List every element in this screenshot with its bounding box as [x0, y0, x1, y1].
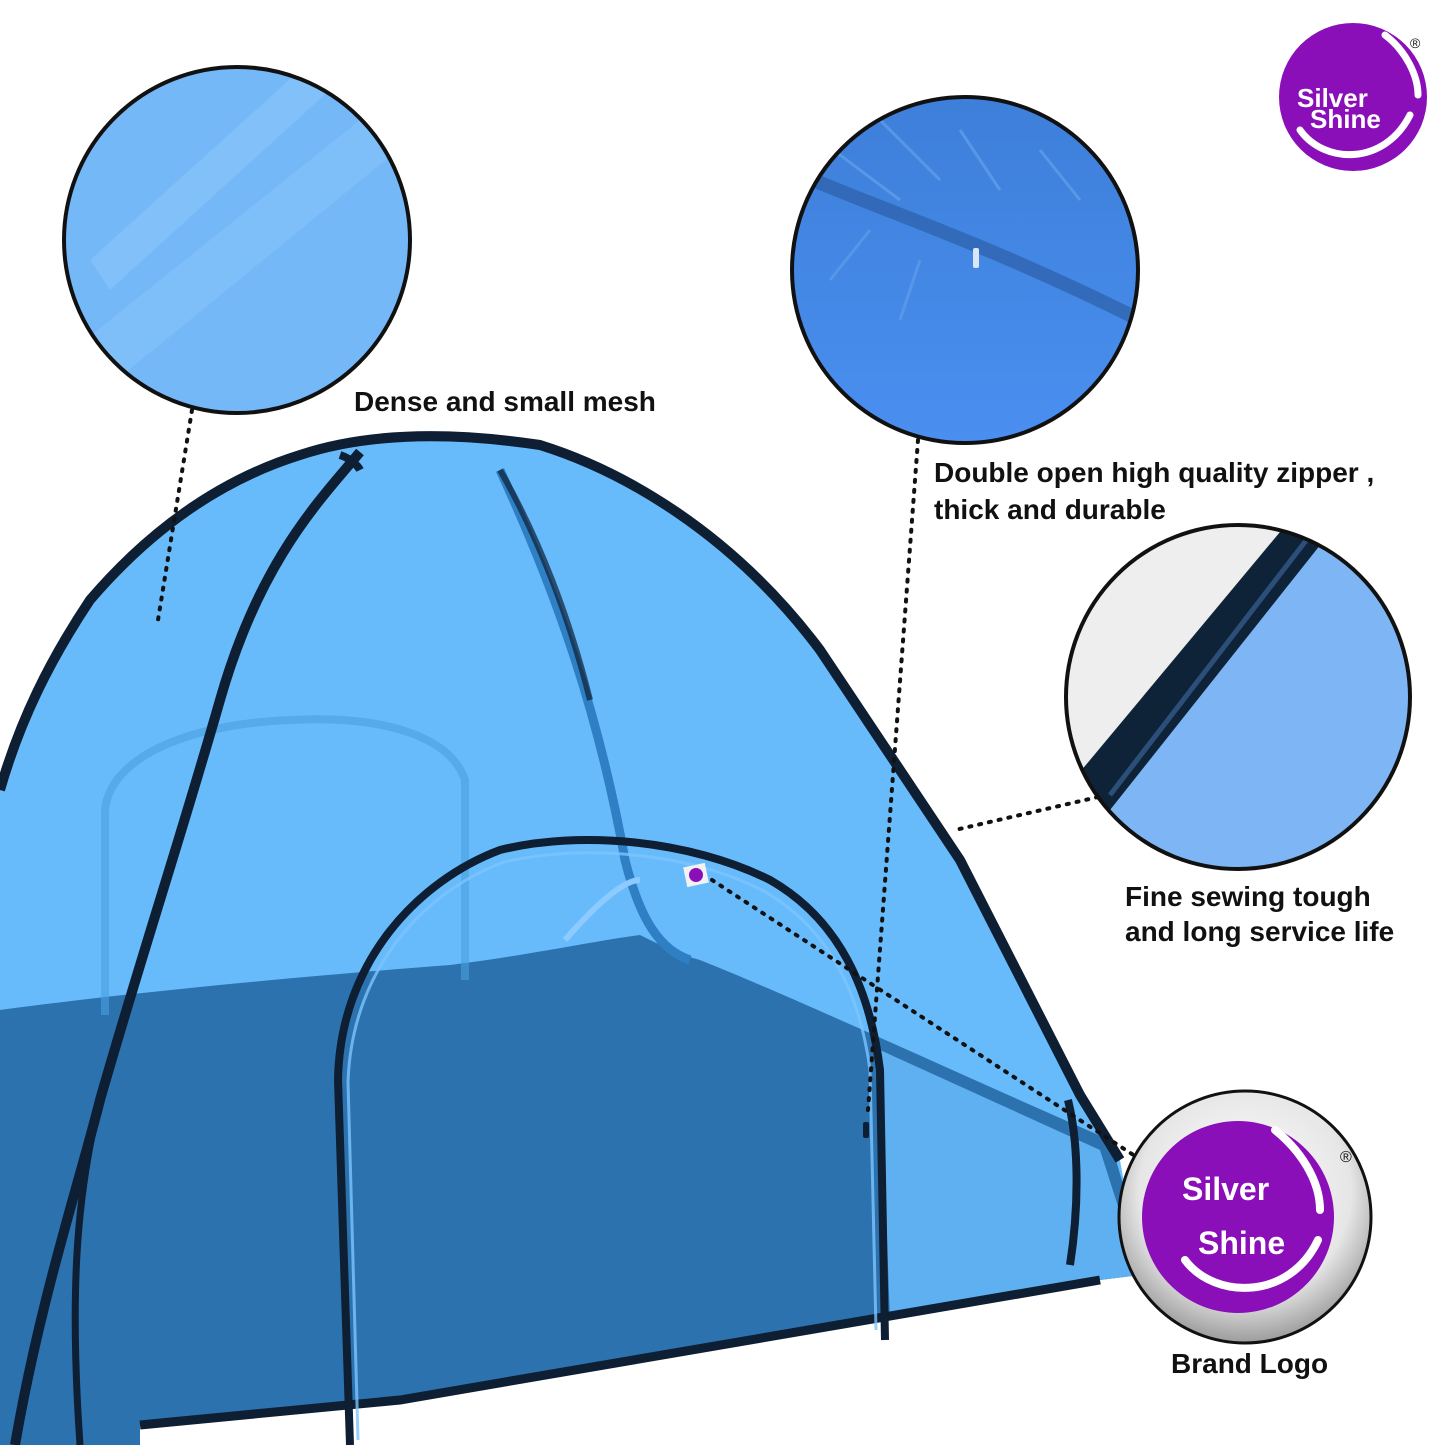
zipper-caption-line1: Double open high quality zipper , [934, 457, 1375, 488]
leader-line-zipper [866, 438, 920, 1112]
back-window-outline [101, 715, 469, 1015]
zipper-pull-icon [863, 1122, 869, 1138]
brand-logo-line2: Shine [1310, 104, 1381, 134]
brand-logo-caption: Brand Logo [1171, 1348, 1329, 1379]
logo-circle-registered-mark: ® [1340, 1149, 1352, 1166]
sewing-detail-circle [1064, 523, 1412, 871]
tent-door [333, 836, 889, 1446]
leader-line-sewing [953, 795, 1100, 832]
brand-logo-registered-mark: ® [1410, 35, 1421, 51]
brand-logo: Silver Shine ® [1279, 23, 1427, 171]
brand-logo-detail-circle: Silver Shine ® [1117, 1089, 1373, 1345]
mesh-caption: Dense and small mesh [354, 386, 656, 417]
zipper-caption-line2: thick and durable [934, 494, 1166, 525]
logo-circle-line2: Shine [1198, 1225, 1285, 1261]
leader-line-logo [710, 878, 1140, 1160]
sewing-caption-line1: Fine sewing tough [1125, 881, 1371, 912]
leader-lines [156, 408, 1140, 1160]
tent-logo-tag-icon [683, 862, 709, 888]
tent-body [0, 431, 1140, 1446]
brand-logo-line1: Silver [1297, 83, 1368, 113]
zipper-detail-circle [790, 95, 1140, 445]
sewing-caption-line2: and long service life [1125, 916, 1395, 947]
logo-circle-line1: Silver [1182, 1171, 1269, 1207]
mesh-detail-circle [62, 65, 412, 415]
